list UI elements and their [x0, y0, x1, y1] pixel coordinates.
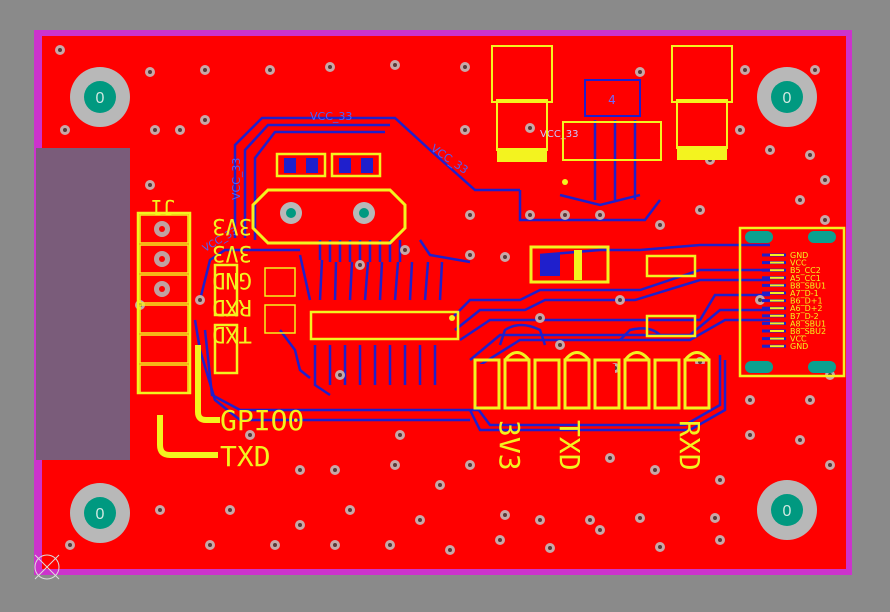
header-pin-label: 3V3: [212, 240, 252, 265]
svg-text:J1: J1: [151, 195, 175, 219]
usb-c-connector: GNDVCCB5_CC2A5_CC1B8_SBU1A7_D-1B6_D+1A6_…: [738, 226, 846, 378]
label-gpio0: GPIO0: [220, 404, 304, 437]
capacitor-c-right: [671, 45, 733, 160]
mounting-hole-tl: 0: [70, 67, 130, 127]
svg-text:0: 0: [96, 506, 105, 523]
svg-text:4: 4: [608, 93, 616, 107]
net-label-vcc33-top: VCC_33: [310, 110, 352, 123]
usb-pin-label: GND: [790, 342, 808, 351]
usb-pin-label: B5_CC2: [790, 266, 821, 275]
usb-pin-label: B7_D-2: [790, 312, 819, 321]
usb-uart-ic: [309, 310, 460, 341]
label-rxd: RXD: [673, 420, 706, 471]
label-txd: TXD: [553, 420, 586, 471]
capacitor-c-left: [491, 45, 553, 162]
copper-pour: [42, 36, 846, 569]
jumper-silk-traces: [157, 345, 220, 458]
usb-pin-label: VCC: [790, 259, 807, 268]
svg-text:0: 0: [96, 90, 105, 107]
usb-pin-label: B6_D+1: [790, 297, 823, 306]
header-pin-label: RXD: [212, 294, 252, 319]
header-pin-label: 3V3: [212, 213, 252, 238]
usb-pin-label: B8_SBU2: [790, 327, 826, 336]
usb-pin-label: A6_D+2: [790, 304, 823, 313]
mounting-hole-bl: 0: [70, 483, 130, 543]
usb-pin-label: A7_D-1: [790, 289, 819, 298]
net-label-vcc33-regulator: VCC_33: [540, 129, 579, 140]
pin-header-j1: J1: [136, 195, 192, 395]
svg-text:0: 0: [783, 503, 792, 520]
usb-pin-label: A5_CC1: [790, 274, 821, 283]
edge-connector-cutout: [36, 148, 130, 460]
label-3v3: 3V3: [493, 420, 526, 471]
passives-left: [213, 263, 296, 375]
origin-marker: [34, 554, 60, 580]
svg-text:0: 0: [783, 90, 792, 107]
crystal-oscillator: [251, 152, 407, 245]
header-pin-label: TXD: [212, 321, 252, 346]
diode: [529, 245, 610, 284]
usb-pin-label: A8_SBU1: [790, 319, 826, 328]
net-label-vcc33-vertical: VCC_33: [230, 158, 243, 200]
regulator-ic: 4: [562, 79, 662, 185]
mounting-hole-br: 0: [757, 480, 817, 540]
via-field: [55, 45, 835, 555]
mounting-hole-tr: 0: [757, 67, 817, 127]
usb-pin-label: B8_SBU1: [790, 281, 826, 290]
label-txd-left: TXD: [220, 440, 271, 473]
usb-pin-label: GND: [790, 251, 808, 260]
resistor-usb-2: [645, 314, 697, 338]
resistor-usb-1: [645, 254, 697, 278]
usb-pin-label: VCC: [790, 335, 807, 344]
test-pad-row: [473, 351, 711, 410]
header-pin-label: GND: [212, 267, 252, 292]
